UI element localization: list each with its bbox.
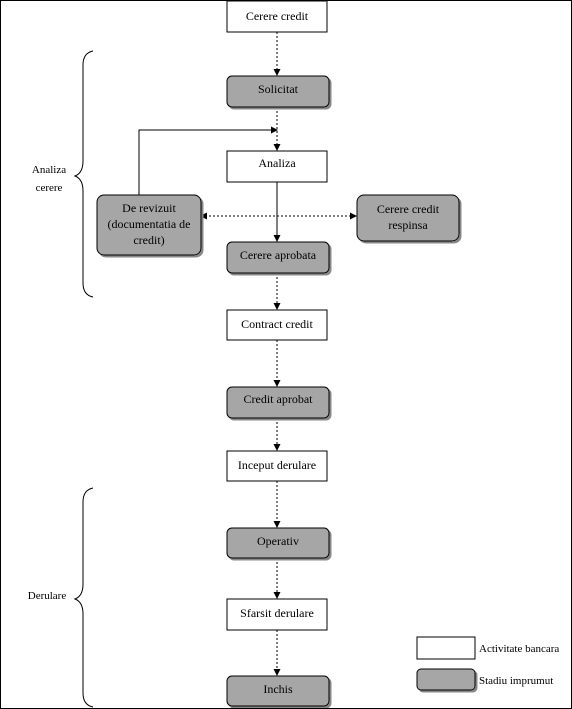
label-de-revizuit-1: De revizuit [122, 201, 176, 215]
label-analiza: Analiza [258, 156, 296, 170]
group-label-analiza-2: cerere [36, 182, 63, 194]
legend-label-activitate: Activitate bancara [479, 643, 559, 655]
label-contract-credit: Contract credit [241, 317, 313, 331]
group-braces [73, 50, 94, 708]
box-contract-credit[interactable] [226, 309, 328, 341]
box-cerere-credit[interactable] [226, 1, 328, 33]
box-cerere-respinsa[interactable] [356, 194, 460, 242]
box-cerere-aprobata[interactable] [226, 241, 330, 274]
box-inceput-derulare[interactable] [226, 450, 328, 482]
label-cerere-aprobata: Cerere aprobata [240, 248, 317, 262]
box-solicitat[interactable] [226, 75, 330, 108]
label-de-revizuit-2: (documentatia de [108, 217, 191, 231]
label-cerere-credit: Cerere credit [246, 9, 309, 23]
stage-boxes: Solicitat De revizuit (documentatia de c… [96, 75, 460, 707]
label-inceput-derulare: Inceput derulare [238, 458, 316, 472]
legend-swatch-activitate [416, 636, 476, 660]
group-label-derulare: Derulare [28, 590, 67, 602]
label-respinsa-1: Cerere credit [377, 202, 440, 216]
box-credit-aprobat[interactable] [226, 386, 330, 419]
label-operativ: Operativ [257, 534, 299, 548]
group-label-analiza-1: Analiza [32, 164, 66, 176]
activity-boxes: Cerere credit Analiza Contract credit In… [226, 1, 328, 631]
arrow-revizuit-loop [138, 126, 278, 195]
label-inchis: Inchis [263, 682, 293, 696]
label-de-revizuit-3: credit) [133, 233, 164, 247]
box-inchis[interactable] [226, 675, 330, 707]
legend: Activitate bancara Stadiu imprumut [416, 636, 559, 691]
box-analiza[interactable] [226, 150, 328, 183]
box-de-revizuit[interactable] [96, 194, 202, 256]
brace-analiza [73, 50, 94, 298]
label-solicitat: Solicitat [258, 82, 299, 96]
label-credit-aprobat: Credit aprobat [244, 392, 314, 406]
box-operativ[interactable] [226, 527, 330, 559]
box-sfarsit-derulare[interactable] [226, 598, 328, 631]
connectors [138, 32, 357, 676]
label-respinsa-2: respinsa [388, 218, 428, 232]
legend-swatch-stadiu [416, 668, 476, 691]
label-sfarsit-derulare: Sfarsit derulare [240, 606, 314, 620]
brace-derulare [73, 487, 94, 708]
legend-label-stadiu: Stadiu imprumut [479, 675, 553, 687]
